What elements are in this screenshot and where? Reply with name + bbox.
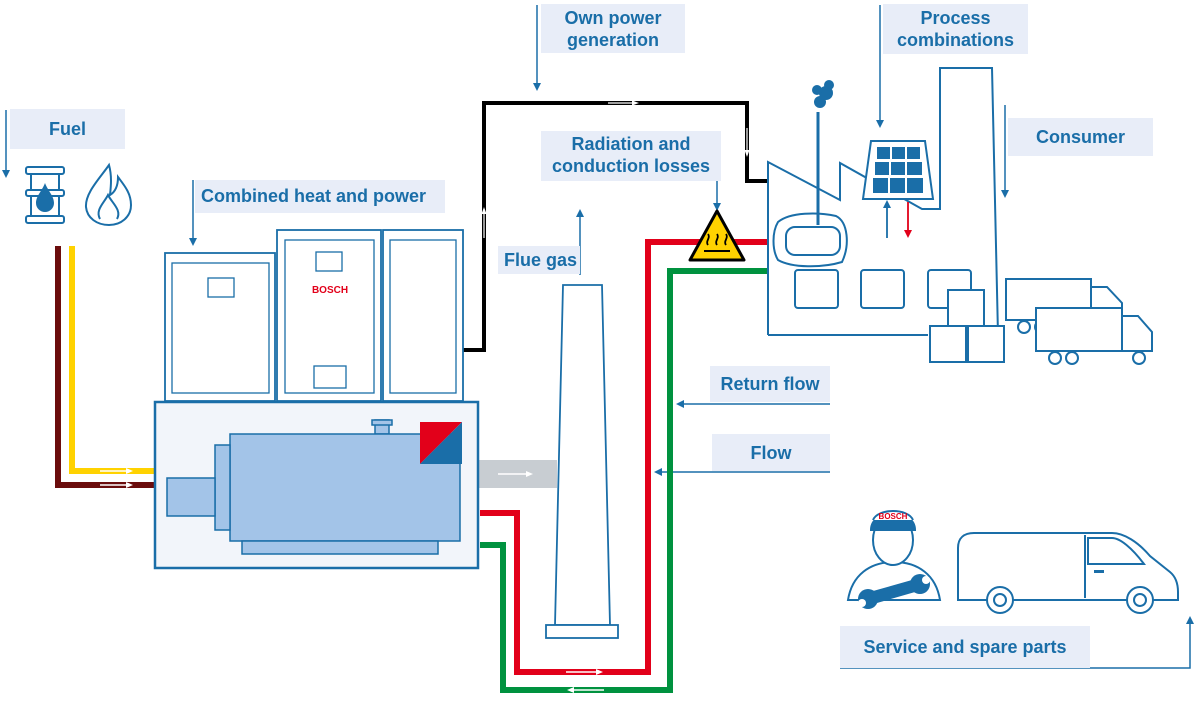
label-return-flow-text: Return flow	[720, 374, 820, 394]
label-flow-text: Flow	[750, 443, 792, 463]
wrench-icon	[858, 574, 930, 609]
label-flue-gas: Flue gas	[498, 246, 580, 274]
label-own-power-line1: Own power	[564, 8, 662, 28]
label-fuel-text: Fuel	[48, 119, 86, 139]
label-radiation: Radiation and conduction losses	[541, 131, 721, 181]
label-service-text: Service and spare parts	[863, 637, 1067, 657]
label-radiation-line2: conduction losses	[551, 156, 711, 176]
label-process-line1: Process	[920, 8, 991, 28]
label-process-line2: combinations	[896, 30, 1014, 50]
truck-icon	[1005, 278, 1153, 365]
oil-barrel-icon	[25, 166, 65, 224]
label-flow: Flow	[712, 434, 830, 471]
label-service: Service and spare parts	[840, 626, 1090, 668]
label-flue-gas-text: Flue gas	[504, 250, 578, 270]
heating-flow-arrows	[566, 669, 604, 693]
solar-energy-arrows	[883, 200, 912, 238]
chimney-icon	[545, 284, 619, 639]
warning-hot-surface-icon	[688, 209, 746, 262]
chp-module-center	[276, 229, 382, 402]
chp-module-right	[382, 229, 464, 402]
label-return-flow: Return flow	[710, 366, 830, 402]
gas-supply-line	[69, 246, 155, 474]
label-own-power-line2: generation	[566, 30, 659, 50]
chp-module-logo: BOSCH	[312, 285, 348, 296]
solar-panel-icon	[861, 140, 935, 200]
technician-cap-logo: BOSCH	[879, 512, 908, 521]
label-radiation-line1: Radiation and	[571, 134, 691, 154]
van-icon	[957, 532, 1179, 614]
label-process: Process combinations	[883, 4, 1028, 54]
label-fuel: Fuel	[10, 109, 125, 149]
label-own-power: Own power generation	[541, 4, 685, 53]
label-pointers	[2, 5, 1194, 669]
label-consumer-text: Consumer	[1035, 127, 1125, 147]
fuel-lines	[55, 246, 155, 488]
label-consumer: Consumer	[1008, 118, 1153, 156]
gas-flame-icon	[84, 162, 133, 227]
boiler-unit	[153, 400, 480, 570]
crates-icon	[929, 289, 1005, 363]
power-flow-arrows	[481, 100, 750, 238]
fuel-flow-arrows	[100, 468, 133, 488]
factory-smoke	[812, 80, 834, 108]
label-chp: Combined heat and power	[195, 180, 445, 213]
chp-module-left	[164, 252, 276, 402]
label-chp-text: Combined heat and power	[201, 186, 427, 206]
